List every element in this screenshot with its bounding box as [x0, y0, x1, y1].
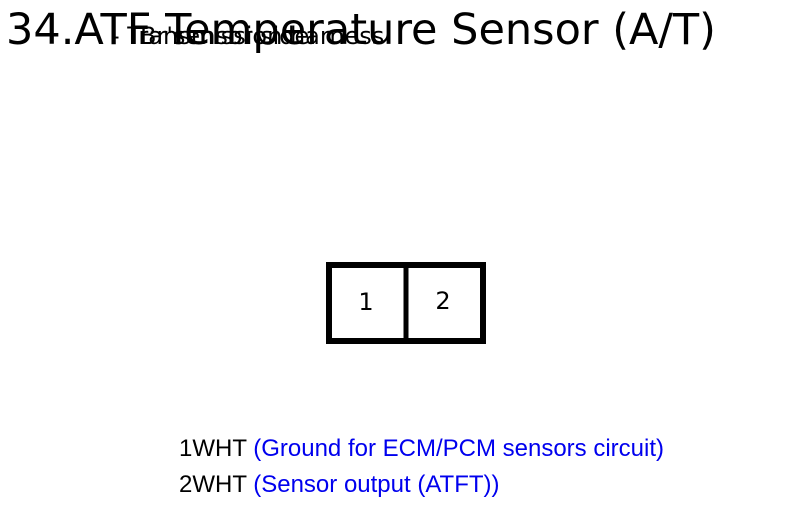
connector-diagram: 1 2 [326, 262, 486, 344]
wire-pin-color-1: 1WHT [179, 435, 247, 462]
harness-subtitle: - Transmission harness [111, 22, 385, 50]
wire-pin-color-2: 2WHT [179, 471, 247, 498]
wire-description-1: (Ground for ECM/PCM sensors circuit) [253, 435, 664, 462]
connector-pin-1: 1 [358, 288, 373, 316]
wiring-row-2: 2WHT (Sensor output (ATFT)) [179, 470, 500, 500]
wire-description-2: (Sensor output (ATFT)) [253, 471, 500, 498]
wiring-row-1: 1WHT (Ground for ECM/PCM sensors circuit… [179, 434, 664, 464]
connector-pin-2: 2 [435, 287, 450, 315]
harness-side-subtitle: Br'sensor side [140, 22, 310, 50]
diagram-title: 34.ATF Temperature Sensor (A/T) [6, 5, 716, 55]
